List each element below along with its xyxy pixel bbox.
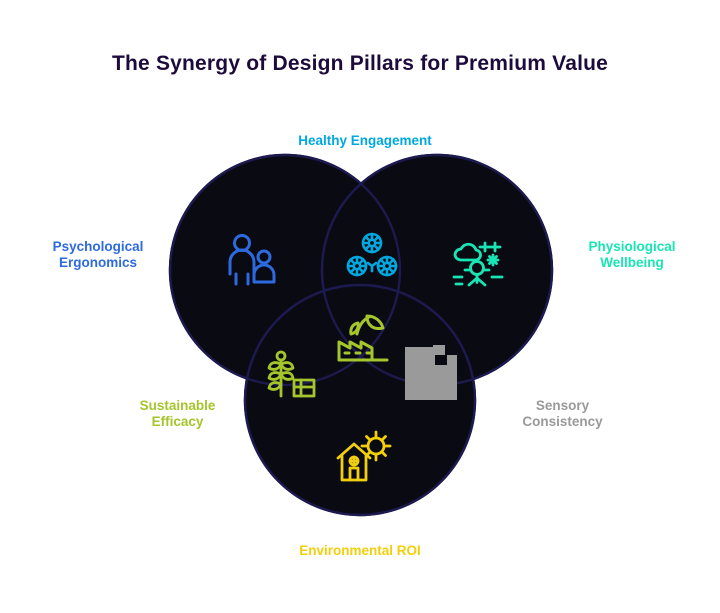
- placeholder-icon: [405, 345, 457, 400]
- eco-factory-icon: [331, 308, 395, 368]
- set-label-psychological-ergonomics: Psychological Ergonomics: [52, 239, 144, 270]
- set-label-environmental-roi: Environmental ROI: [299, 543, 421, 558]
- page-title: The Synergy of Design Pillars for Premiu…: [111, 52, 609, 75]
- solar-house-icon: [332, 428, 396, 488]
- activity-icon: [447, 233, 511, 293]
- set-label-healthy-engagement: Healthy Engagement: [298, 133, 432, 148]
- people-icon: [219, 230, 283, 290]
- set-label-physiological-wellbeing: Physiological Wellbeing: [588, 239, 676, 270]
- leaf-icon: [261, 344, 325, 404]
- set-label-sustainable-efficacy: Sustainable Efficacy: [139, 398, 216, 429]
- set-label-sensory-consistency: Sensory Consistency: [522, 398, 603, 429]
- cluster-icon: [340, 228, 404, 288]
